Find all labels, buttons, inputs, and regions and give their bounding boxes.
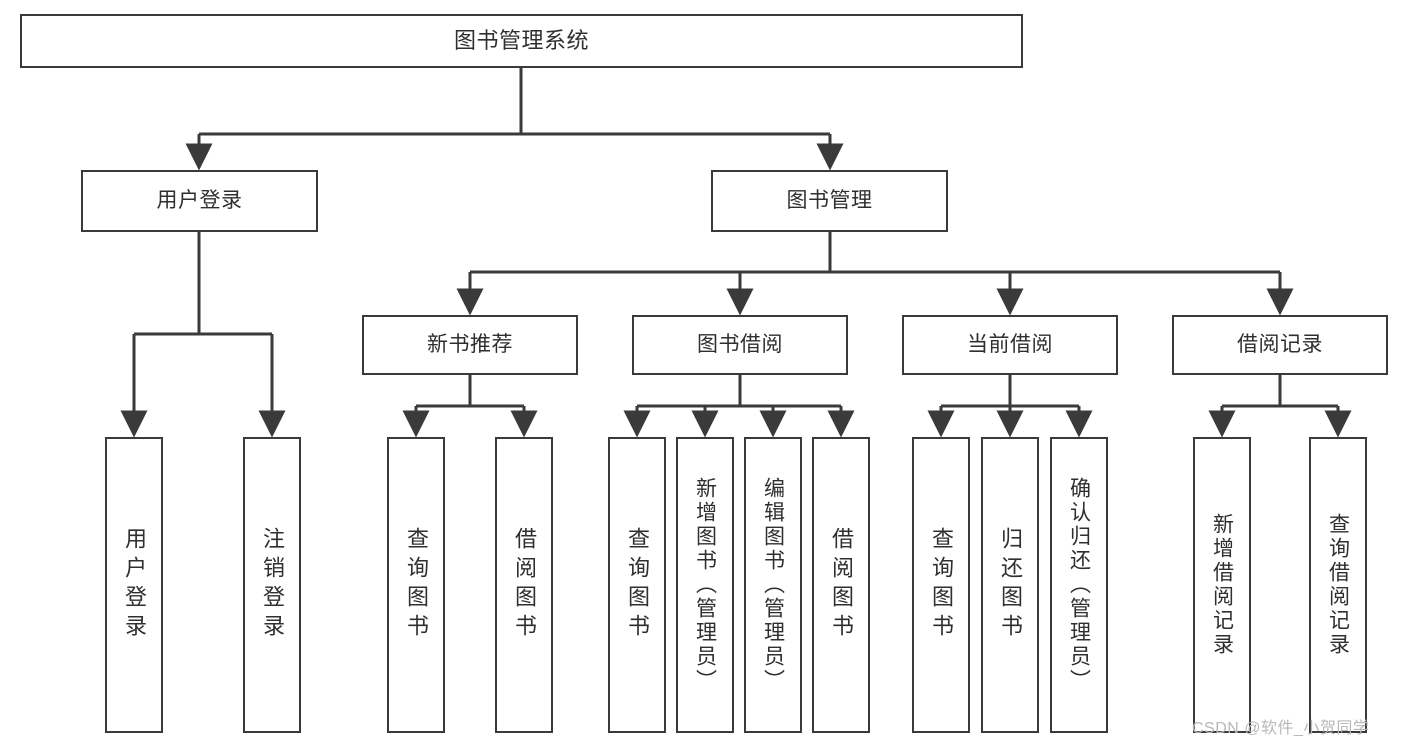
node-label: 注销登录 bbox=[260, 527, 285, 643]
leaf-book-borrow-borrow[interactable]: 借阅图书 bbox=[812, 437, 870, 733]
node-label: 查询图书 bbox=[625, 527, 650, 643]
leaf-new-book-borrow[interactable]: 借阅图书 bbox=[495, 437, 553, 733]
node-label: 查询图书 bbox=[929, 527, 954, 643]
node-book-management[interactable]: 图书管理 bbox=[711, 170, 948, 232]
node-label: 查询借阅记录 bbox=[1326, 513, 1350, 657]
node-label: 图书管理 bbox=[786, 189, 873, 213]
node-user-login[interactable]: 用户登录 bbox=[81, 170, 318, 232]
node-label: 编辑图书（管理员） bbox=[761, 477, 785, 693]
node-borrow-record[interactable]: 借阅记录 bbox=[1172, 315, 1388, 375]
node-label: 归还图书 bbox=[998, 527, 1023, 643]
leaf-borrow-record-add[interactable]: 新增借阅记录 bbox=[1193, 437, 1251, 733]
leaf-new-book-query[interactable]: 查询图书 bbox=[387, 437, 445, 733]
node-label: 新书推荐 bbox=[427, 333, 513, 357]
leaf-user-login-login[interactable]: 用户登录 bbox=[105, 437, 163, 733]
leaf-current-borrow-confirm-return[interactable]: 确认归还（管理员） bbox=[1050, 437, 1108, 733]
node-label: 用户登录 bbox=[156, 189, 243, 213]
node-label: 借阅图书 bbox=[829, 527, 854, 643]
node-label: 图书管理系统 bbox=[453, 27, 589, 53]
node-label: 新增图书（管理员） bbox=[693, 477, 717, 693]
node-current-borrow[interactable]: 当前借阅 bbox=[902, 315, 1118, 375]
node-label: 当前借阅 bbox=[967, 333, 1053, 357]
leaf-current-borrow-return[interactable]: 归还图书 bbox=[981, 437, 1039, 733]
node-root-system[interactable]: 图书管理系统 bbox=[20, 14, 1023, 68]
leaf-book-borrow-edit[interactable]: 编辑图书（管理员） bbox=[744, 437, 802, 733]
leaf-user-login-logout[interactable]: 注销登录 bbox=[243, 437, 301, 733]
node-label: 查询图书 bbox=[404, 527, 429, 643]
node-label: 借阅图书 bbox=[512, 527, 537, 643]
node-label: 图书借阅 bbox=[697, 333, 783, 357]
node-book-borrow[interactable]: 图书借阅 bbox=[632, 315, 848, 375]
leaf-book-borrow-query[interactable]: 查询图书 bbox=[608, 437, 666, 733]
node-new-book-recommend[interactable]: 新书推荐 bbox=[362, 315, 578, 375]
csdn-watermark: CSDN @软件_小贺同学 bbox=[1192, 720, 1370, 737]
leaf-book-borrow-add[interactable]: 新增图书（管理员） bbox=[676, 437, 734, 733]
leaf-current-borrow-query[interactable]: 查询图书 bbox=[912, 437, 970, 733]
node-label: 借阅记录 bbox=[1237, 333, 1323, 357]
node-label: 新增借阅记录 bbox=[1210, 513, 1234, 657]
node-label: 确认归还（管理员） bbox=[1067, 477, 1091, 693]
leaf-borrow-record-query[interactable]: 查询借阅记录 bbox=[1309, 437, 1367, 733]
node-label: 用户登录 bbox=[122, 527, 147, 643]
